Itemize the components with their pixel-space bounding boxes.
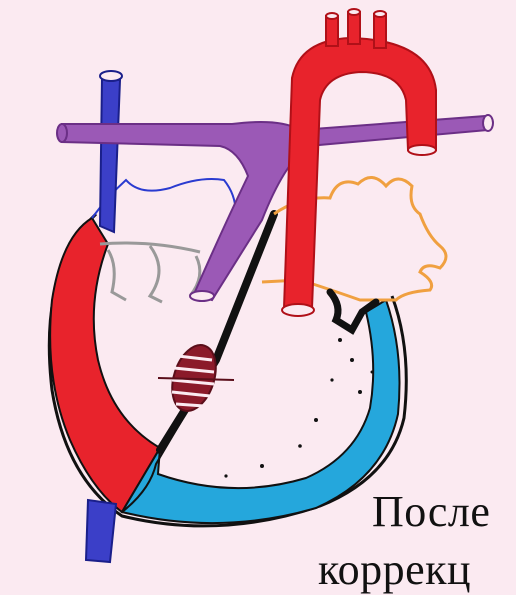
inferior-vena-cava [86,500,116,562]
pulmonary-left-branch-end [57,124,67,142]
caption-line-2: коррекц [318,544,471,595]
descending-aorta-end [408,145,436,155]
pulmonary-root [190,291,214,301]
right-ventricle [122,300,400,523]
aortic-root [282,304,314,316]
pulmonary-right-branch-end [483,115,493,131]
left-ventricle [50,218,160,512]
aorta [284,38,436,308]
valve-chordae [100,243,200,302]
caption-line-1: После [372,486,490,537]
svc-opening [100,71,122,81]
superior-vena-cava [100,78,120,232]
